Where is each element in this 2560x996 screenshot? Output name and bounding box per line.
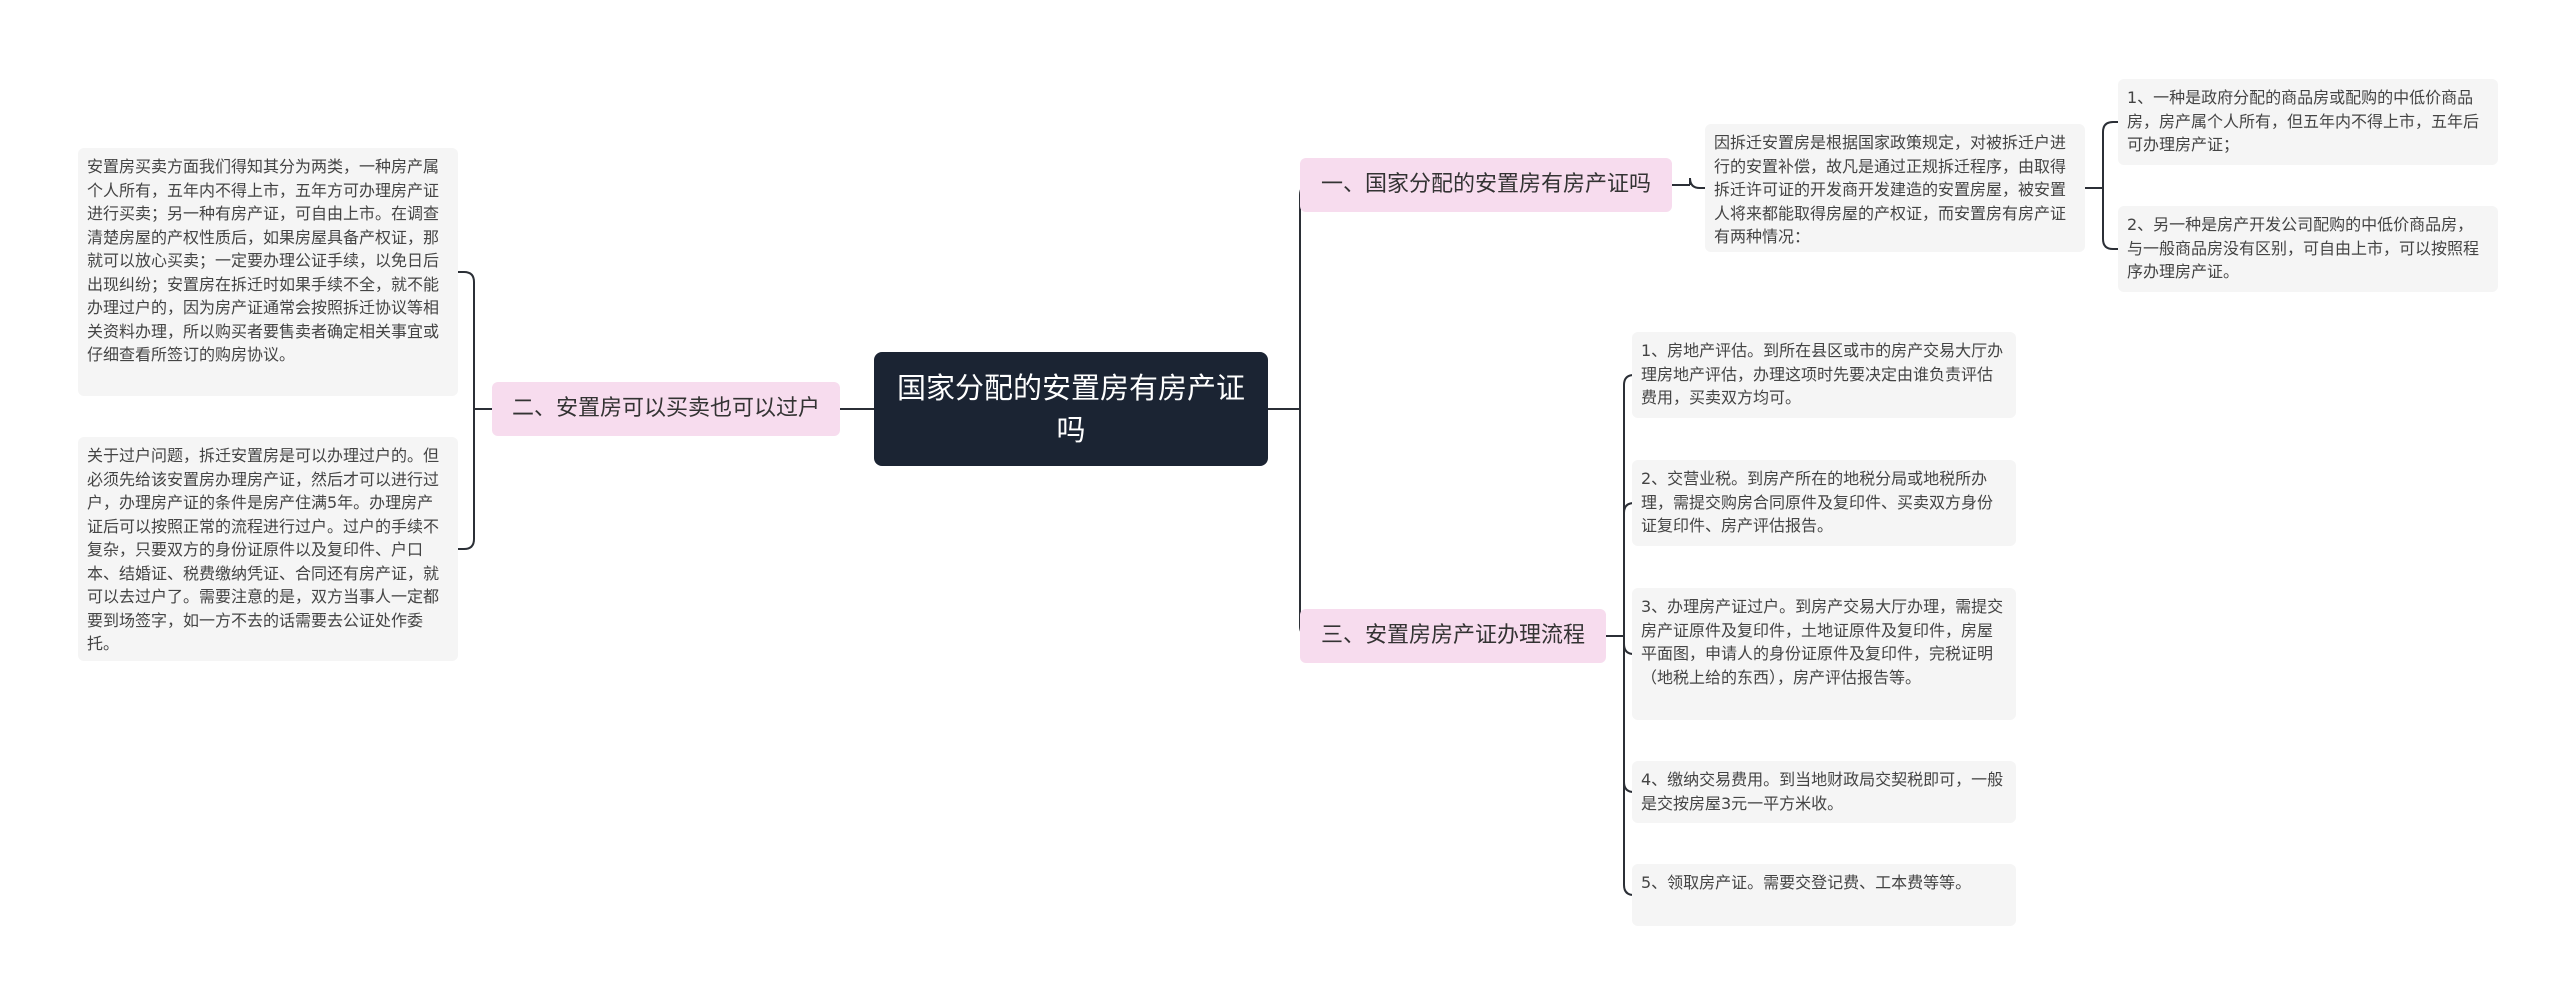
branch-3-label: 三、安置房房产证办理流程 <box>1320 623 1585 648</box>
branch-1-intro-link-2 <box>2102 188 2118 250</box>
branch-1-child-2-text: 2、另一种是房产开发公司配购的中低价商品房，与一般商品房没有区别，可自由上市，可… <box>2127 215 2480 281</box>
branch-3-child-5[interactable]: 5、领取房产证。需要交登记费、工本费等等。 <box>1632 864 2016 926</box>
branch-3-child-5-text: 5、领取房产证。需要交登记费、工本费等等。 <box>1641 873 1972 892</box>
branch-2-child-2[interactable]: 关于过户问题，拆迁安置房是可以办理过户的。但必须先给该安置房办理房产证，然后才可… <box>78 437 458 661</box>
branch-1-node[interactable]: 一、国家分配的安置房有房产证吗 <box>1300 158 1672 212</box>
branch-3-node[interactable]: 三、安置房房产证办理流程 <box>1300 609 1606 663</box>
branch-3-child-2[interactable]: 2、交营业税。到房产所在的地税分局或地税所办理，需提交购房合同原件及复印件、买卖… <box>1632 460 2016 546</box>
branch-2-link-2 <box>458 409 475 550</box>
branch-1-child-2[interactable]: 2、另一种是房产开发公司配购的中低价商品房，与一般商品房没有区别，可自由上市，可… <box>2118 206 2498 292</box>
branch-2-child-2-text: 关于过户问题，拆迁安置房是可以办理过户的。但必须先给该安置房办理房产证，然后才可… <box>87 446 440 653</box>
branch-3-child-4-text: 4、缴纳交易费用。到当地财政局交契税即可，一般是交按房屋3元一平方米收。 <box>1641 770 2004 813</box>
branch-1-label: 一、国家分配的安置房有房产证吗 <box>1320 172 1651 197</box>
branch-3-child-1[interactable]: 1、房地产评估。到所在县区或市的房产交易大厅办理房地产评估，办理这项时先要决定由… <box>1632 332 2016 418</box>
branch-3-child-4[interactable]: 4、缴纳交易费用。到当地财政局交契税即可，一般是交按房屋3元一平方米收。 <box>1632 761 2016 823</box>
branch-1-intro-link-1 <box>2102 121 2118 188</box>
branch-2-link-1 <box>458 271 475 409</box>
branch-2-child-1-text: 安置房买卖方面我们得知其分为两类，一种房产属个人所有，五年内不得上市，五年方可办… <box>87 157 440 364</box>
branch-1-intro[interactable]: 因拆迁安置房是根据国家政策规定，对被拆迁户进行的安置补偿，故凡是通过正规拆迁程序… <box>1705 124 2085 252</box>
branch-1-child-1-text: 1、一种是政府分配的商品房或配购的中低价商品房，房产属个人所有，但五年内不得上市… <box>2127 88 2480 154</box>
branch-1-child-1[interactable]: 1、一种是政府分配的商品房或配购的中低价商品房，房产属个人所有，但五年内不得上市… <box>2118 79 2498 165</box>
branch-3-child-3-text: 3、办理房产证过户。到房产交易大厅办理，需提交房产证原件及复印件，土地证原件及复… <box>1641 597 2004 687</box>
branch-2-label: 二、安置房可以买卖也可以过户 <box>511 396 820 421</box>
root-title: 国家分配的安置房有房产证吗 <box>896 371 1245 447</box>
branch-3-child-1-text: 1、房地产评估。到所在县区或市的房产交易大厅办理房地产评估，办理这项时先要决定由… <box>1641 341 2004 407</box>
branch-3-child-2-text: 2、交营业税。到房产所在的地税分局或地税所办理，需提交购房合同原件及复印件、买卖… <box>1641 469 1994 535</box>
branch-1-link-1 <box>1689 177 1705 189</box>
root-right-link-1 <box>1299 184 1311 409</box>
branch-2-child-1[interactable]: 安置房买卖方面我们得知其分为两类，一种房产属个人所有，五年内不得上市，五年方可办… <box>78 148 458 396</box>
root-node[interactable]: 国家分配的安置房有房产证吗 <box>874 352 1268 466</box>
root-right-link-2 <box>1299 409 1311 637</box>
branch-2-node[interactable]: 二、安置房可以买卖也可以过户 <box>492 382 840 436</box>
branch-3-child-3[interactable]: 3、办理房产证过户。到房产交易大厅办理，需提交房产证原件及复印件，土地证原件及复… <box>1632 588 2016 720</box>
branch-1-intro-text: 因拆迁安置房是根据国家政策规定，对被拆迁户进行的安置补偿，故凡是通过正规拆迁程序… <box>1714 133 2067 246</box>
